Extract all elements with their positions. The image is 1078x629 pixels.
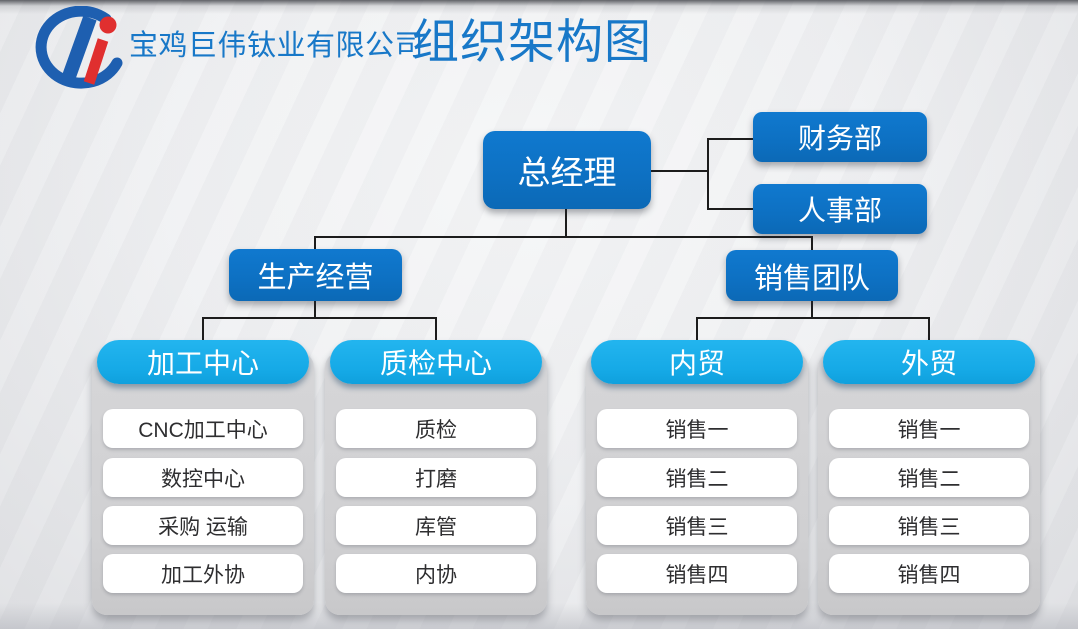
connector-line bbox=[314, 236, 813, 238]
column-header: 加工中心 bbox=[97, 340, 309, 384]
list-item: 打磨 bbox=[336, 458, 536, 497]
connector-line bbox=[709, 138, 753, 140]
node-hr-dept: 人事部 bbox=[753, 184, 927, 234]
list-item: 销售三 bbox=[829, 506, 1029, 545]
logo-i-stroke bbox=[83, 38, 109, 85]
column-header: 质检中心 bbox=[330, 340, 542, 384]
column-header: 外贸 bbox=[823, 340, 1035, 384]
list-item: 内协 bbox=[336, 554, 536, 593]
connector-line bbox=[651, 170, 708, 172]
logo-i-dot bbox=[99, 16, 117, 34]
list-item: 库管 bbox=[336, 506, 536, 545]
company-logo bbox=[35, 6, 123, 89]
connector-line bbox=[314, 301, 316, 318]
connector-line bbox=[202, 319, 204, 341]
list-item: 销售二 bbox=[829, 458, 1029, 497]
list-item: 销售二 bbox=[597, 458, 797, 497]
connector-line bbox=[811, 301, 813, 318]
connector-line bbox=[928, 319, 930, 341]
list-item: 销售三 bbox=[597, 506, 797, 545]
company-name-text: 宝鸡巨伟钛业有限公司 bbox=[129, 30, 425, 62]
node-sales-team: 销售团队 bbox=[726, 250, 898, 301]
node-production-operations: 生产经营 bbox=[229, 249, 402, 301]
column-foreign-trade: 外贸 销售一 销售二 销售三 销售四 bbox=[818, 340, 1040, 616]
list-item: 销售四 bbox=[829, 554, 1029, 593]
connector-line bbox=[565, 209, 567, 238]
list-item: 数控中心 bbox=[103, 458, 303, 497]
list-item: 加工外协 bbox=[103, 554, 303, 593]
node-finance-dept: 财务部 bbox=[753, 112, 927, 162]
connector-line bbox=[811, 238, 813, 251]
node-general-manager: 总经理 bbox=[483, 131, 651, 209]
list-item: 销售一 bbox=[829, 409, 1029, 448]
connector-line bbox=[707, 138, 709, 210]
list-item: 采购 运输 bbox=[103, 506, 303, 545]
column-processing-center: 加工中心 CNC加工中心 数控中心 采购 运输 加工外协 bbox=[92, 340, 314, 616]
connector-line bbox=[314, 238, 316, 250]
logo-t-stroke bbox=[60, 15, 97, 85]
connector-line bbox=[696, 319, 698, 341]
list-item: 质检 bbox=[336, 409, 536, 448]
connector-line bbox=[709, 208, 753, 210]
logo-arc bbox=[35, 6, 123, 89]
connector-line bbox=[202, 317, 437, 319]
connector-line bbox=[696, 317, 930, 319]
connector-line bbox=[435, 319, 437, 341]
page-title: 组织架构图 bbox=[412, 15, 652, 68]
column-qc-center: 质检中心 质检 打磨 库管 内协 bbox=[325, 340, 547, 616]
column-domestic-trade: 内贸 销售一 销售二 销售三 销售四 bbox=[586, 340, 808, 616]
column-header: 内贸 bbox=[591, 340, 803, 384]
list-item: 销售四 bbox=[597, 554, 797, 593]
list-item: 销售一 bbox=[597, 409, 797, 448]
list-item: CNC加工中心 bbox=[103, 409, 303, 448]
